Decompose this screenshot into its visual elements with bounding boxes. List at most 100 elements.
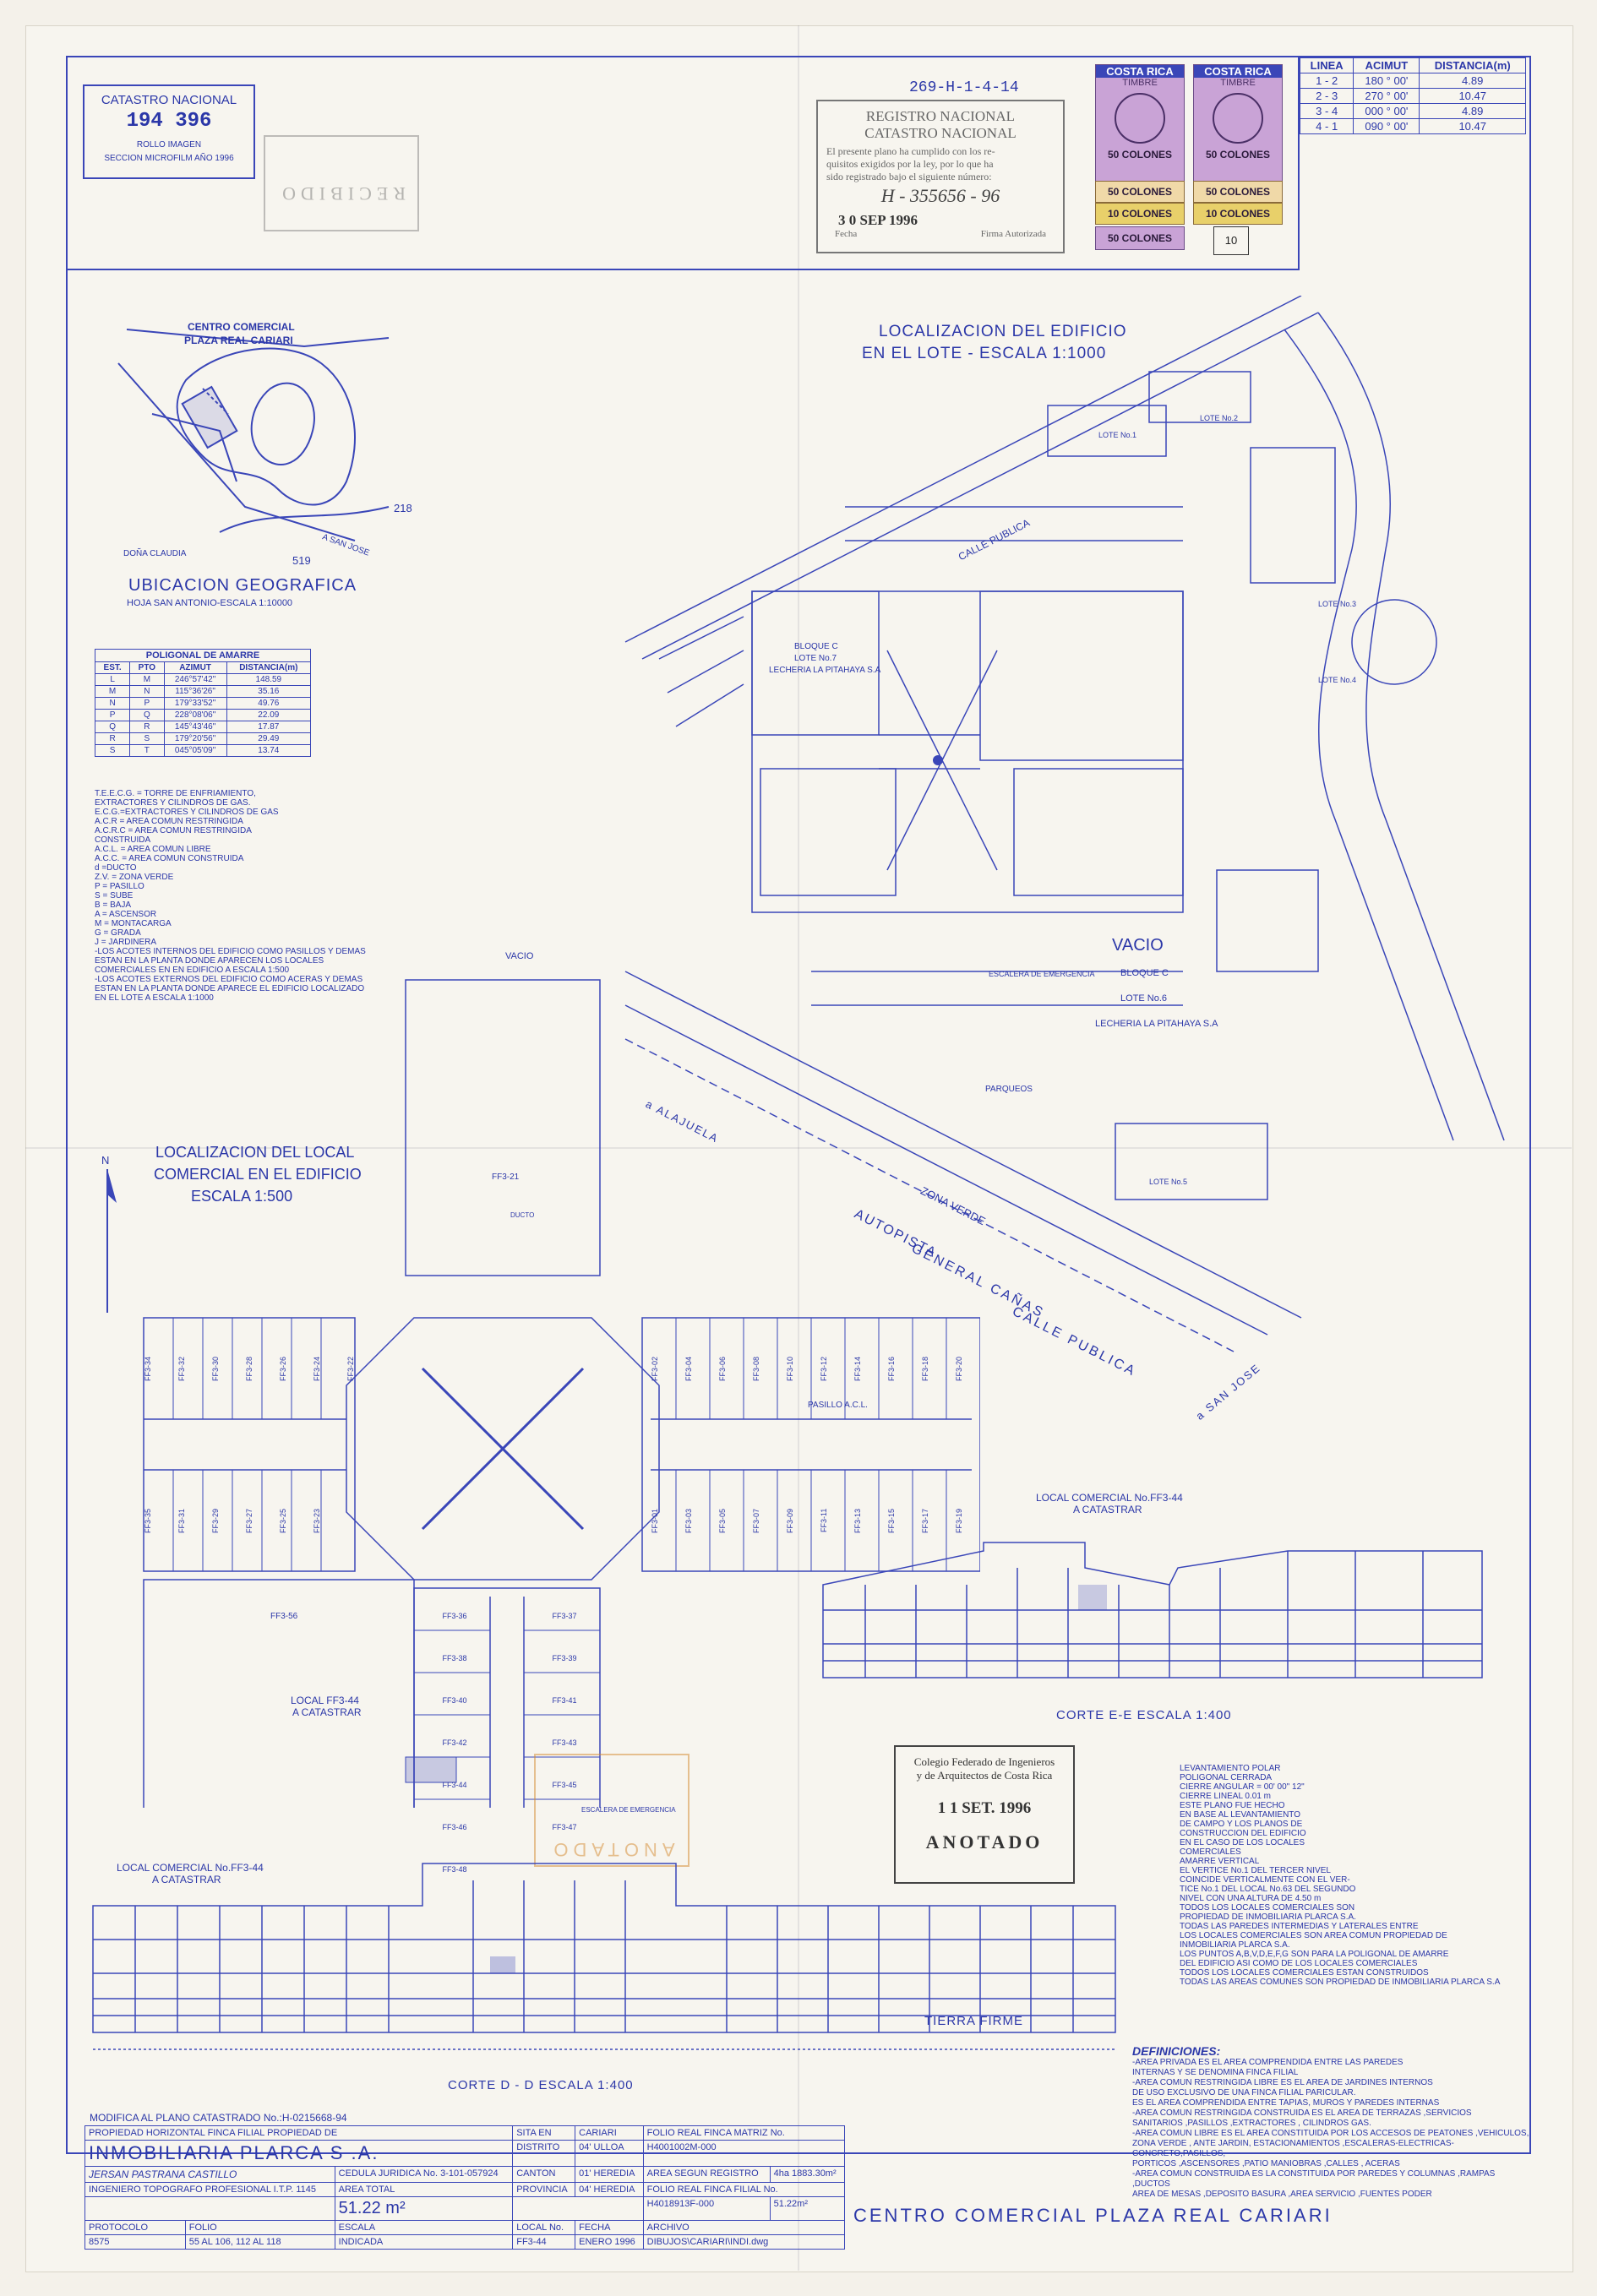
lechera-label-1: LECHERIA LA PITAHAYA S.A	[769, 666, 881, 675]
text-line: INTERNAS Y SE DENOMINA FINCA FILIAL	[1132, 2068, 1299, 2077]
unit-label: FF3-48	[442, 1865, 467, 1874]
table-cell: 10.47	[1419, 88, 1526, 104]
text-line: EN BASE AL LEVANTAMIENTO	[1180, 1810, 1301, 1820]
unit-label: FF3-03	[684, 1508, 693, 1533]
table-header: ACIMUT	[1353, 57, 1420, 73]
unit-label: FF3-36	[442, 1612, 467, 1620]
text-line: AMARRE VERTICAL	[1180, 1857, 1260, 1866]
text-line: COINCIDE VERTICALMENTE CON EL VER-	[1180, 1875, 1350, 1885]
definiciones-title: DEFINICIONES:	[1132, 2044, 1221, 2058]
text-line: A.C.R.C = AREA COMUN RESTRINGIDA	[95, 826, 252, 835]
header-divider	[1298, 56, 1300, 270]
unit-label: FF3-41	[552, 1696, 577, 1705]
table-cell: 246°57'42"	[163, 673, 227, 686]
table-cell: 270 ° 00'	[1353, 88, 1420, 104]
map-label-dona-claudia: DOÑA CLAUDIA	[123, 549, 187, 558]
text-line: LEVANTAMIENTO POLAR	[1180, 1764, 1281, 1773]
unit-label: FF3-22	[346, 1356, 355, 1381]
title-protocolo: 8575	[84, 2234, 186, 2250]
unit-label: FF3-47	[552, 1823, 577, 1831]
unit-label: FF3-10	[786, 1356, 794, 1381]
timbre-strip: 50 COLONES	[1095, 181, 1185, 203]
unit-label: FF3-39	[552, 1654, 577, 1662]
colegio-anotado: ANOTADO	[925, 1831, 1044, 1853]
ubicacion-title: UBICACION GEOGRAFICA	[128, 576, 357, 595]
title-folio-matriz: H4001002M-000	[642, 2140, 846, 2167]
colegio-stamp: Colegio Federado de Ingenieros y de Arqu…	[894, 1745, 1075, 1884]
text-line: TODOS LOS LOCALES COMERCIALES ESTAN CONS…	[1180, 1968, 1429, 1978]
table-cell: 145°43'46"	[163, 721, 227, 733]
table-header: LINEA	[1299, 57, 1354, 73]
title-folio-matriz-label: FOLIO REAL FINCA MATRIZ No.	[642, 2125, 846, 2141]
title-folio: 55 AL 106, 112 AL 118	[184, 2234, 335, 2250]
colegio-line2: y de Arquitectos de Costa Rica	[916, 1769, 1053, 1782]
text-line: P = PASILLO	[95, 882, 144, 891]
unit-label: FF3-43	[552, 1738, 577, 1747]
text-line: A.C.C. = AREA COMUN CONSTRUIDA	[95, 854, 244, 863]
table-cell: 13.74	[226, 744, 312, 757]
table-cell: 179°33'52"	[163, 697, 227, 710]
timbre-strip: 50 COLONES	[1095, 226, 1185, 250]
timbres-group: COSTA RICA TIMBRE 50 COLONES COSTA RICA …	[1095, 64, 1283, 264]
table-cell: 148.59	[226, 673, 312, 686]
text-line: M = MONTACARGA	[95, 919, 172, 928]
table-cell: 4 - 1	[1299, 118, 1354, 134]
title-folio-label: FOLIO	[184, 2220, 335, 2235]
text-line: TODOS LOS LOCALES COMERCIALES SON	[1180, 1903, 1355, 1912]
table-cell: 10.47	[1419, 118, 1526, 134]
title-sita: CARIARI	[575, 2125, 644, 2141]
lote-2-label: LOTE No.2	[1200, 414, 1239, 422]
table-cell: 22.09	[226, 709, 312, 721]
text-line: CONSTRUCCION DEL EDIFICIO	[1180, 1829, 1306, 1838]
title-escala: INDICADA	[334, 2234, 514, 2250]
coat-of-arms-icon	[1213, 93, 1263, 144]
timbre-stamp: COSTA RICA TIMBRE 50 COLONES	[1193, 64, 1283, 193]
unit-label: FF3-12	[820, 1356, 828, 1381]
text-line: ESTAN EN LA PLANTA DONDE APARECEN LOS LO…	[95, 956, 324, 966]
lote-1-label: LOTE No.1	[1098, 431, 1137, 439]
table-cell: 35.16	[226, 685, 312, 698]
coat-of-arms-icon	[1115, 93, 1165, 144]
local-ff3-44-label: LOCAL FF3-44	[291, 1695, 359, 1706]
title-folio-filial-label: FOLIO REAL FINCA FILIAL No.	[642, 2182, 846, 2197]
table-cell: M	[129, 673, 165, 686]
catastro-line4: SECCION MICROFILM AÑO 1996	[104, 154, 234, 163]
text-line: EXTRACTORES Y CILINDROS DE GAS.	[95, 798, 251, 808]
table-cell: 4.89	[1419, 73, 1526, 89]
north-label: N	[101, 1154, 110, 1167]
unit-label: FF3-16	[887, 1356, 896, 1381]
text-line: S = SUBE	[95, 891, 134, 900]
unit-label: FF3-35	[144, 1508, 152, 1533]
catastro-number: 194 396	[126, 110, 212, 133]
vacio-label: VACIO	[1112, 936, 1164, 955]
table-cell: S	[129, 732, 165, 745]
faded-recibido-stamp: RECIBIDO	[264, 135, 419, 231]
registro-text2: quisitos exigidos por la ley, por lo que…	[826, 158, 994, 170]
text-line: DEL EDIFICIO ASI COMO DE LOS LOCALES COM…	[1180, 1959, 1418, 1968]
unit-label: FF3-27	[245, 1508, 253, 1533]
text-line: SANITARIOS ,PASILLOS ,EXTRACTORES , CILI…	[1132, 2119, 1371, 2128]
table-cell: T	[129, 744, 165, 757]
unit-label: FF3-18	[921, 1356, 929, 1381]
corte-dd-label-1: LOCAL COMERCIAL No.FF3-44	[117, 1862, 264, 1874]
table-cell: 2 - 3	[1299, 88, 1354, 104]
title-propiedad-label: PROPIEDAD HORIZONTAL FINCA FILIAL PROPIE…	[84, 2125, 514, 2141]
text-line: COMERCIALES EN EN EDIFICIO A ESCALA 1:50…	[95, 966, 290, 975]
bloque-c-label-2: BLOQUE C	[1120, 968, 1169, 978]
drawing-sheet	[25, 25, 1573, 2272]
table-cell: N	[129, 685, 165, 698]
text-line: LOS PUNTOS A,B,V,D,E,F,G SON PARA LA POL…	[1180, 1950, 1449, 1959]
project-title: CENTRO COMERCIAL PLAZA REAL CARIARI	[853, 2205, 1333, 2226]
text-line: ES EL AREA COMPRENDIDA ENTRE TAPIAS, MUR…	[1132, 2098, 1440, 2108]
table-cell: R	[129, 721, 165, 733]
escalera-plan-label: ESCALERA DE EMERGENCIA	[581, 1806, 676, 1814]
lote-4-label: LOTE No.4	[1318, 676, 1357, 684]
